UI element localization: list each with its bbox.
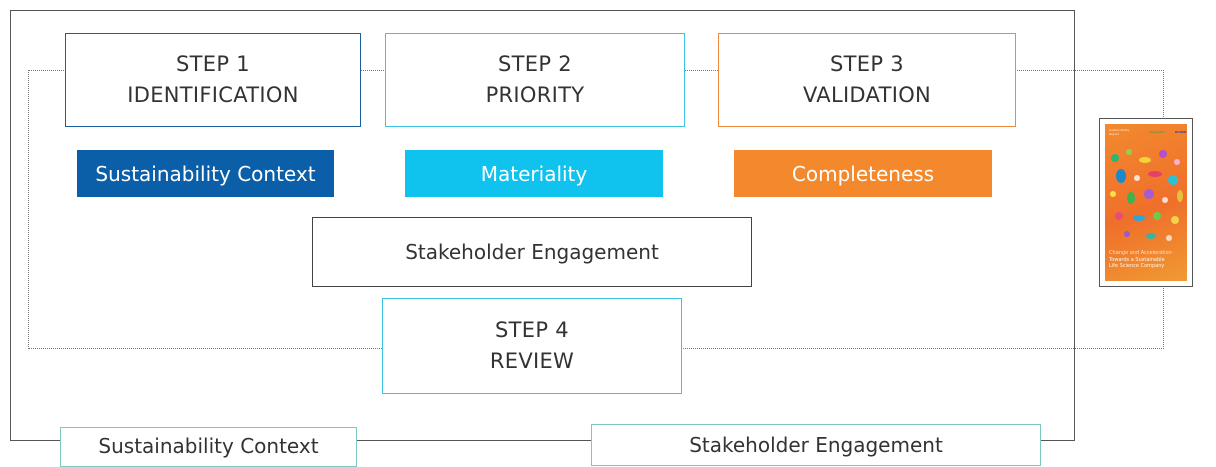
tag-materiality-label: Materiality [480,161,588,186]
report-cover-image: Sustainability Report Kenyuebio RUIMN [1105,124,1187,281]
report-cover-line-2: Towards a Sustainable [1109,256,1165,263]
step-3-title: VALIDATION [802,83,932,107]
report-cover-illustration [1110,149,1183,241]
tag-sustainability-context-label: Sustainability Context [95,161,316,186]
step-2-box: STEP 2 PRIORITY [385,33,685,127]
bottom-stakeholder-engagement-label: Stakeholder Engagement [689,433,943,457]
step-4-box: STEP 4 REVIEW [382,298,682,394]
step-3-number: STEP 3 [830,52,904,76]
sustainability-report-thumbnail: Sustainability Report Kenyuebio RUIMN [1099,118,1193,287]
bottom-stakeholder-engagement-box: Stakeholder Engagement [591,424,1041,466]
tag-completeness-label: Completeness [791,161,935,186]
report-cover-line-3: Life Science Company [1109,263,1165,269]
tag-completeness: Completeness [734,150,992,197]
report-cover-line-1: Change and Acceleration [1109,250,1172,256]
report-cover-title: Change and Acceleration Towards a Sustai… [1109,250,1172,270]
stakeholder-engagement-label: Stakeholder Engagement [405,240,659,264]
report-cover-brand-2: RUIMN [1175,130,1187,134]
step-1-box: STEP 1 IDENTIFICATION [65,33,361,127]
step-2-title: PRIORITY [485,83,585,107]
step-2-number: STEP 2 [498,52,572,76]
step-3-box: STEP 3 VALIDATION [718,33,1016,127]
report-cover-label-1: Sustainability [1109,128,1130,132]
step-1-title: IDENTIFICATION [127,83,299,107]
step-4-title: REVIEW [489,349,575,373]
bottom-sustainability-context-box: Sustainability Context [60,427,357,467]
step-4-number: STEP 4 [495,318,569,342]
report-cover-brand-1: Kenyuebio [1149,130,1165,134]
report-cover-label-2: Report [1109,132,1119,136]
process-frame [10,10,1075,441]
tag-sustainability-context: Sustainability Context [77,150,334,197]
step-1-number: STEP 1 [176,52,250,76]
bottom-sustainability-context-label: Sustainability Context [98,434,319,458]
tag-materiality: Materiality [405,150,663,197]
stakeholder-engagement-box: Stakeholder Engagement [312,217,752,287]
